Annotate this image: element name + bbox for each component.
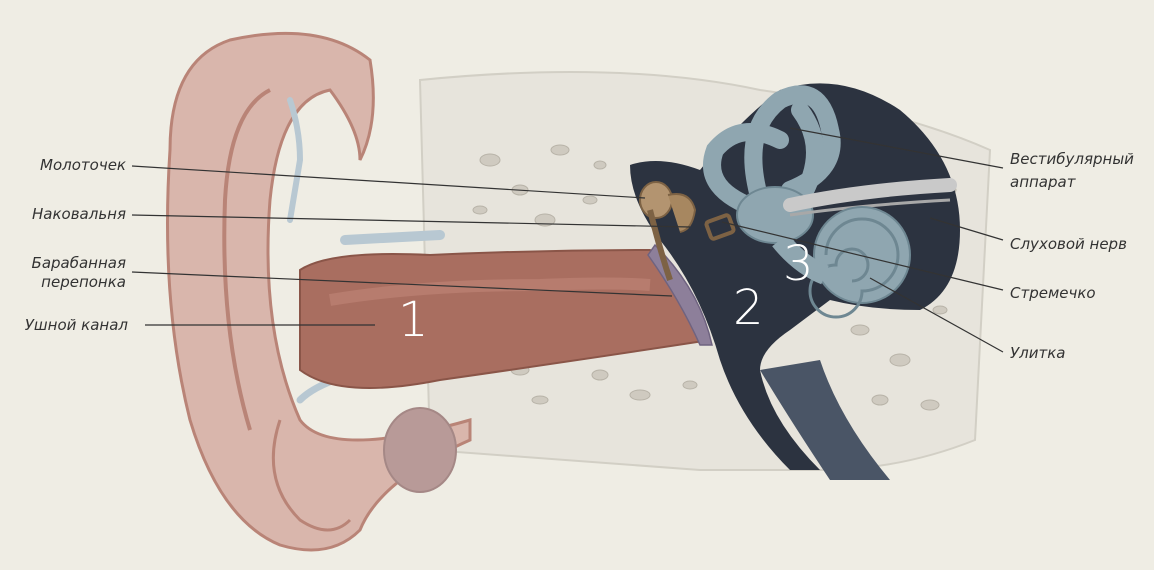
label-auditory-nerve: Слуховой нерв bbox=[1010, 235, 1150, 253]
earlobe bbox=[384, 408, 456, 492]
label-incus: Наковальня bbox=[14, 205, 126, 223]
label-stapes: Стремечко bbox=[1010, 284, 1150, 302]
malleus-head bbox=[640, 182, 672, 218]
upper-cartilage bbox=[345, 235, 440, 240]
zone-number-outer: 1 bbox=[398, 292, 429, 348]
label-malleus: Молоточек bbox=[14, 156, 126, 174]
label-cochlea: Улитка bbox=[1010, 344, 1150, 362]
zone-number-middle: 2 bbox=[733, 280, 764, 336]
zone-number-inner: 3 bbox=[783, 236, 814, 292]
label-vestibular-line2: аппарат bbox=[1010, 173, 1150, 191]
label-eardrum-line2: перепонка bbox=[14, 273, 126, 291]
label-vestibular-line1: Вестибулярный bbox=[1010, 150, 1150, 168]
label-eardrum-line1: Барабанная bbox=[14, 254, 126, 272]
label-ear-canal: Ушной канал bbox=[4, 316, 128, 334]
